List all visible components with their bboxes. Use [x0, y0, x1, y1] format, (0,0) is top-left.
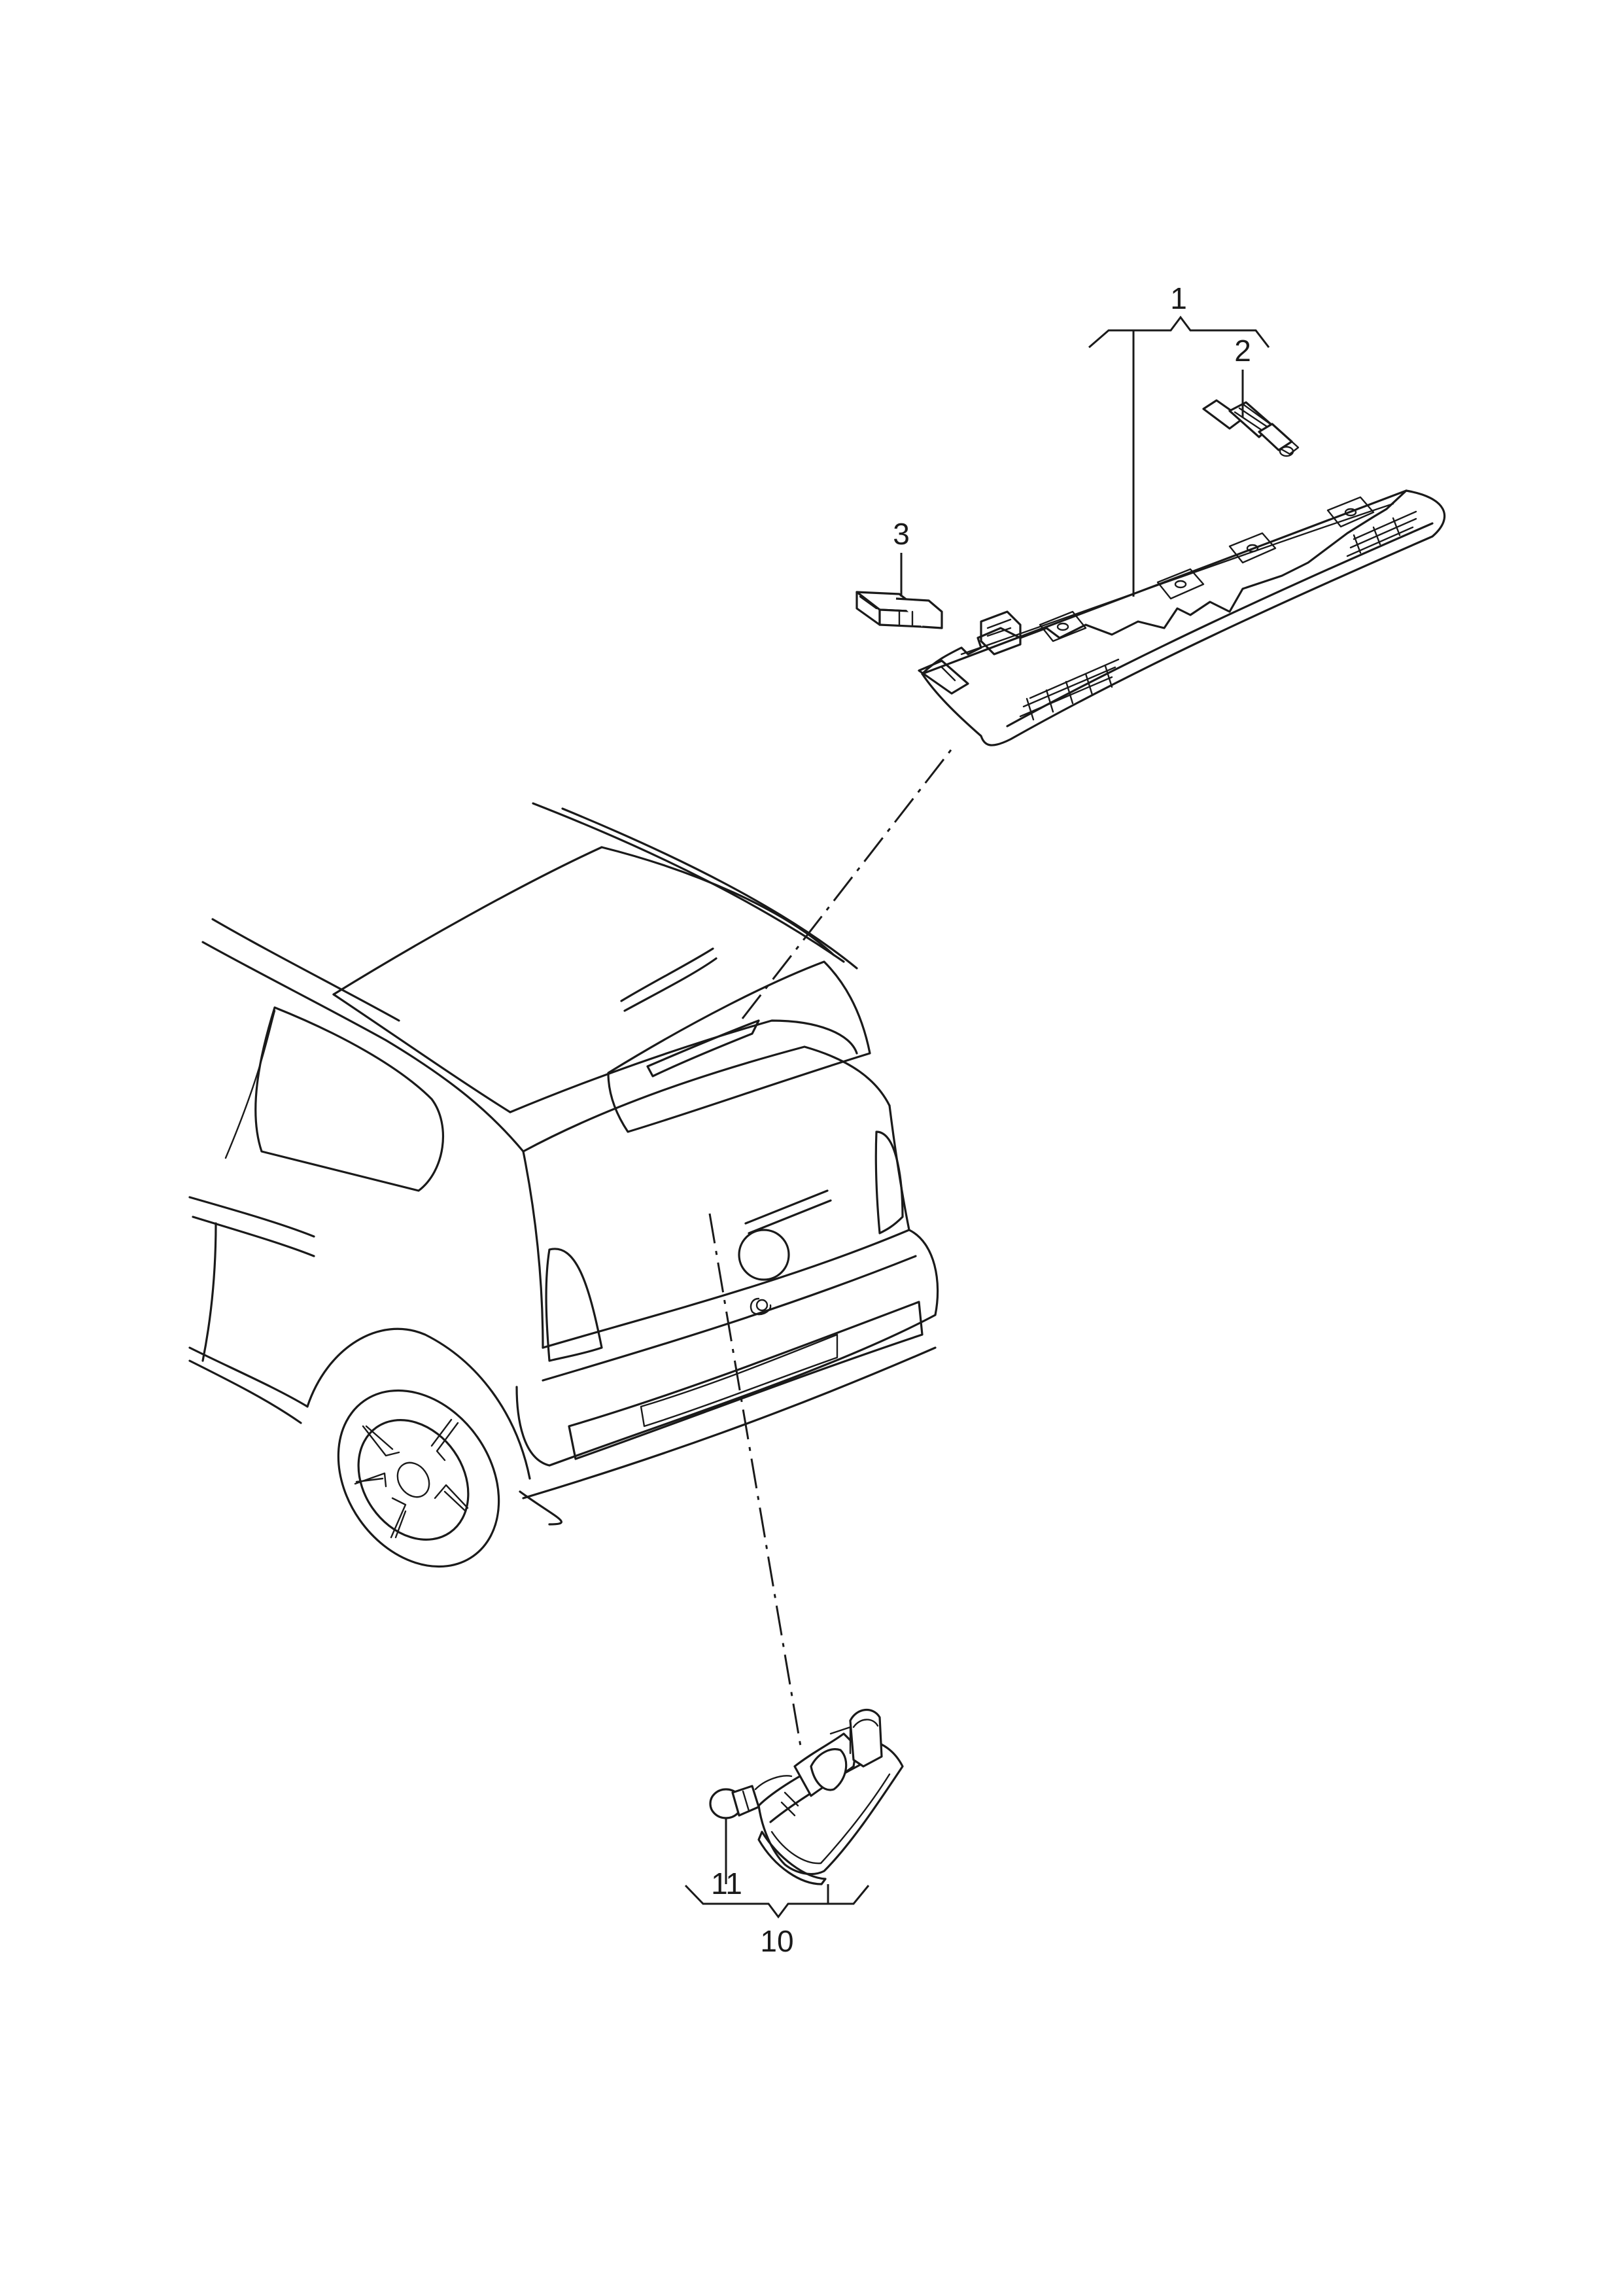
- callout-1: 1: [1170, 281, 1187, 315]
- reference-line-plate-lamp: [708, 1213, 803, 1751]
- callout-10: 10: [760, 1924, 793, 1958]
- callout-3: 3: [893, 517, 910, 551]
- leader-lines: [684, 315, 1270, 1919]
- callout-2: 2: [1234, 334, 1251, 368]
- connector: [855, 591, 943, 629]
- reference-line-brake-lamp: [741, 748, 953, 1019]
- bulb: [709, 1775, 793, 1819]
- car-illustration: [188, 802, 939, 1568]
- high-level-brake-lamp: [918, 489, 1446, 746]
- callout-11: 11: [711, 1866, 742, 1901]
- licence-plate-lamp: [757, 1708, 904, 1885]
- bulb-holder: [1202, 399, 1300, 457]
